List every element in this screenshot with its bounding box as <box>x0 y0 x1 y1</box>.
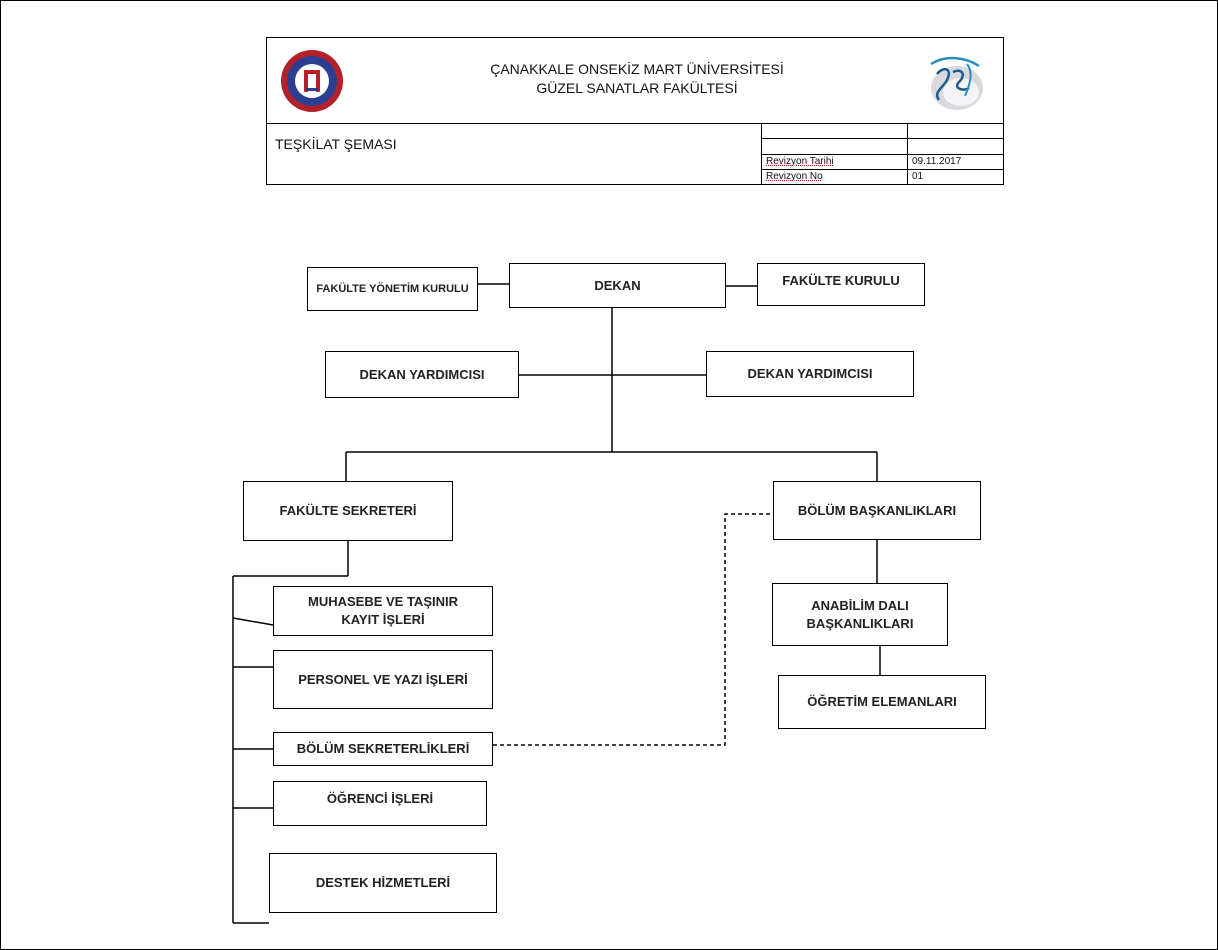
revision-no-value: 01 <box>907 168 1004 186</box>
org-box-department-secretariats: BÖLÜM SEKRETERLİKLERİ <box>273 732 493 766</box>
org-box-faculty-secretary: FAKÜLTE SEKRETERİ <box>243 481 453 541</box>
org-box-faculty-board: FAKÜLTE KURULU <box>757 263 925 306</box>
org-box-vice-dean-left: DEKAN YARDIMCISI <box>325 351 519 398</box>
org-box-faculty-admin-board: FAKÜLTE YÖNETİM KURULU <box>307 267 478 311</box>
header-divider <box>267 123 1003 124</box>
org-box-vice-dean-right: DEKAN YARDIMCISI <box>706 351 914 397</box>
document-title: TEŞKİLAT ŞEMASI <box>275 136 397 152</box>
org-box-teaching-staff: ÖĞRETİM ELEMANLARI <box>778 675 986 729</box>
org-box-personnel: PERSONEL VE YAZI İŞLERİ <box>273 650 493 709</box>
org-box-division-heads: ANABİLİM DALI BAŞKANLIKLARI <box>772 583 948 646</box>
university-seal-icon <box>281 50 343 112</box>
document-header: ÇANAKKALE ONSEKİZ MART ÜNİVERSİTESİ GÜZE… <box>266 37 1004 186</box>
faculty-name: GÜZEL SANATLAR FAKÜLTESİ <box>536 80 738 96</box>
org-box-support-services: DESTEK HİZMETLERİ <box>269 853 497 913</box>
org-box-department-heads: BÖLÜM BAŞKANLIKLARI <box>773 481 981 540</box>
header-title-block: ÇANAKKALE ONSEKİZ MART ÜNİVERSİTESİ GÜZE… <box>437 60 837 98</box>
org-box-dean: DEKAN <box>509 263 726 308</box>
org-box-accounting: MUHASEBE VE TAŞINIR KAYIT İŞLERİ <box>273 586 493 636</box>
university-name: ÇANAKKALE ONSEKİZ MART ÜNİVERSİTESİ <box>490 61 784 77</box>
org-box-student-affairs: ÖĞRENCİ İŞLERİ <box>273 781 487 826</box>
gsf-logo-icon <box>930 56 983 110</box>
